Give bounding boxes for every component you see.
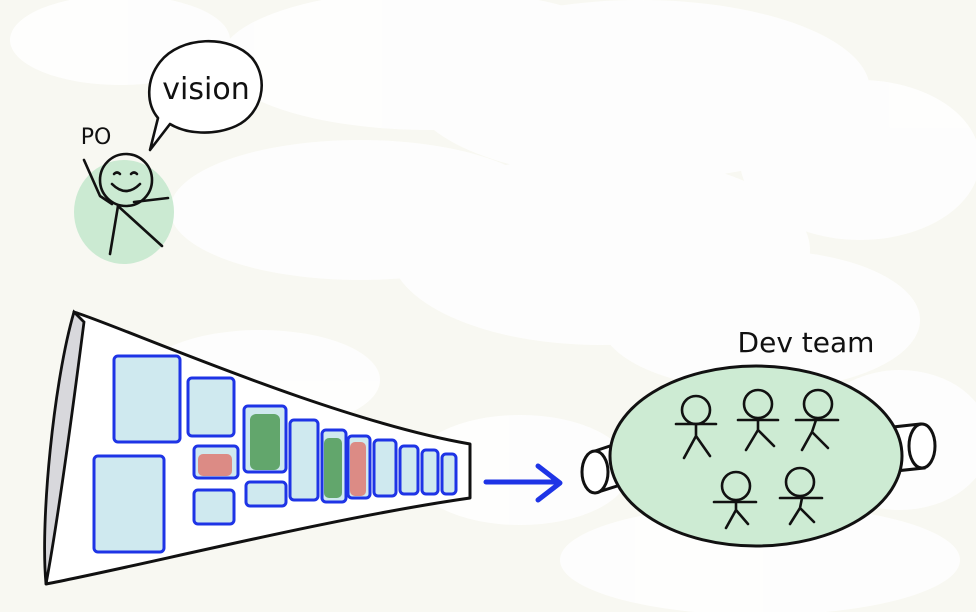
backlog-card: [372, 438, 398, 498]
backlog-card-red: [350, 442, 366, 496]
dev-team: Dev team: [580, 326, 937, 548]
backlog-card: [440, 452, 458, 496]
backlog-card: [186, 376, 236, 438]
backlog-card: [398, 444, 420, 496]
backlog-card-green: [250, 414, 280, 470]
team-members: [674, 388, 840, 530]
team-container: [608, 364, 904, 548]
right-arrow-icon: [483, 463, 563, 503]
backlog-card-red: [198, 454, 232, 476]
stick-figure-icon: [82, 152, 170, 256]
team-member-icon: [794, 388, 840, 452]
speech-bubble: [147, 39, 263, 152]
team-member-icon: [712, 470, 758, 530]
backlog-funnel: [43, 309, 472, 586]
vision-label: vision: [162, 72, 249, 107]
dev-team-label: Dev team: [738, 326, 875, 359]
backlog-card: [92, 454, 166, 554]
backlog-card: [288, 418, 320, 502]
po-label: PO: [81, 125, 112, 150]
team-member-icon: [778, 466, 824, 526]
team-member-icon: [674, 394, 718, 460]
product-owner: vision PO: [74, 39, 263, 264]
backlog-card: [420, 448, 440, 496]
team-member-icon: [736, 388, 780, 452]
backlog-card: [244, 480, 288, 508]
backlog-card: [112, 354, 182, 444]
backlog-card: [192, 488, 236, 526]
funnel-rim: [43, 309, 86, 585]
backlog-card-green: [324, 438, 342, 498]
